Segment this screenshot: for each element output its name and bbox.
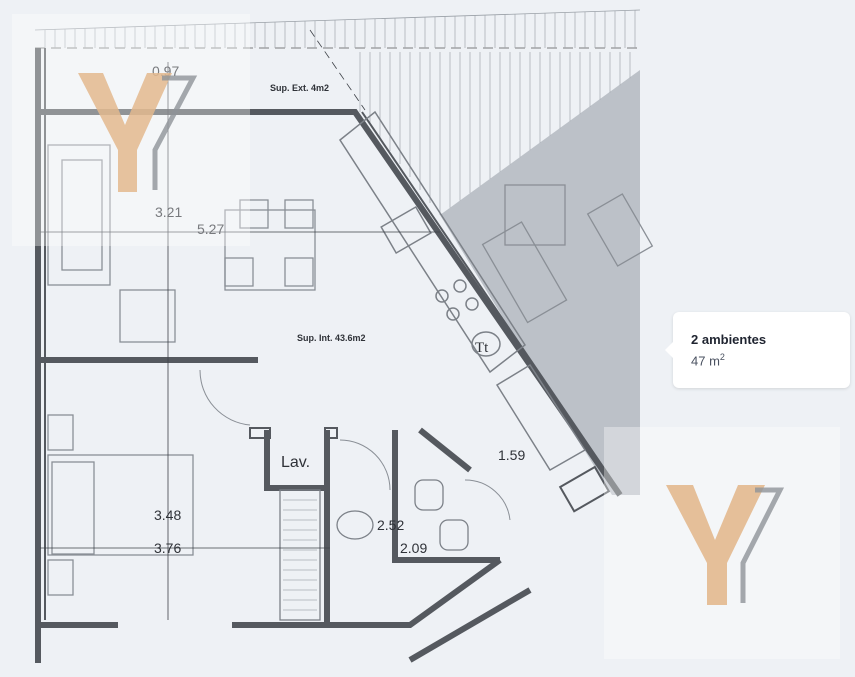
cooktop-label: Tt bbox=[475, 340, 489, 356]
area-value: 47 m bbox=[691, 353, 720, 369]
rooms-label: 2 ambientes bbox=[691, 332, 767, 347]
dim-2-52: 2.52 bbox=[377, 517, 404, 533]
patio-shade bbox=[440, 70, 640, 495]
roof-hatch bbox=[34, 9, 641, 49]
area-unit: 2 bbox=[719, 352, 725, 362]
listing-info-card: 2 ambientes 47 m2 bbox=[665, 312, 850, 388]
dim-3-76: 3.76 bbox=[154, 540, 181, 556]
bathroom-fixtures bbox=[279, 479, 469, 621]
interior-surface-label: Sup. Int. 43.6m2 bbox=[297, 333, 366, 343]
exterior-surface-label: Sup. Ext. 4m2 bbox=[270, 83, 329, 93]
dim-3-48: 3.48 bbox=[154, 507, 181, 523]
laundry-label: Lav. bbox=[281, 454, 310, 471]
watermark-logo-icon bbox=[78, 73, 198, 192]
dim-1-59: 1.59 bbox=[498, 447, 525, 463]
dim-3-21: 3.21 bbox=[155, 204, 182, 220]
dim-5-27: 5.27 bbox=[197, 221, 224, 237]
kitchen-counter bbox=[339, 110, 587, 472]
furniture bbox=[47, 144, 654, 596]
dim-2-09: 2.09 bbox=[400, 540, 427, 556]
watermark-logo-icon bbox=[666, 485, 785, 605]
area-label: 47 m2 bbox=[691, 352, 725, 368]
